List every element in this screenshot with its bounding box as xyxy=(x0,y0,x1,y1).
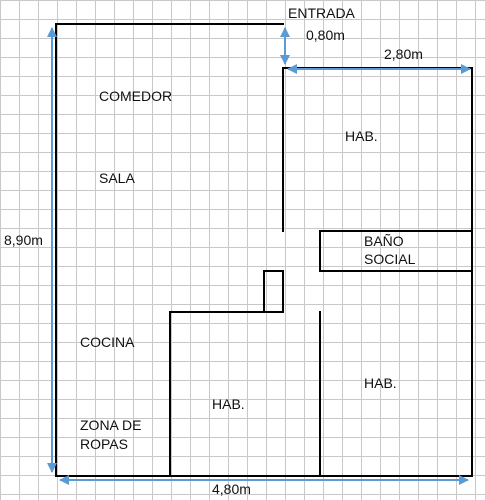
room-sala: SALA xyxy=(99,170,135,186)
dim-height: 8,90m xyxy=(4,232,43,248)
room-bano-line1: BAÑO xyxy=(364,233,404,249)
room-hab-center: HAB. xyxy=(212,396,245,412)
room-zona-line2: ROPAS xyxy=(80,436,128,452)
room-hab-top: HAB. xyxy=(345,128,378,144)
room-bano-line2: SOCIAL xyxy=(364,251,416,267)
dim-entrance-width: 0,80m xyxy=(306,27,345,43)
dimension-arrows xyxy=(47,27,471,485)
room-comedor: COMEDOR xyxy=(99,88,172,104)
room-zona-line1: ZONA DE xyxy=(80,417,141,433)
room-cocina: COCINA xyxy=(80,334,135,350)
labels: ENTRADA 0,80m 2,80m 8,90m 4,80m COMEDOR … xyxy=(4,5,423,497)
room-hab-right: HAB. xyxy=(364,375,397,391)
dim-right-width: 2,80m xyxy=(384,46,423,62)
entrance-label: ENTRADA xyxy=(288,5,356,21)
dim-total-width: 4,80m xyxy=(212,481,251,497)
